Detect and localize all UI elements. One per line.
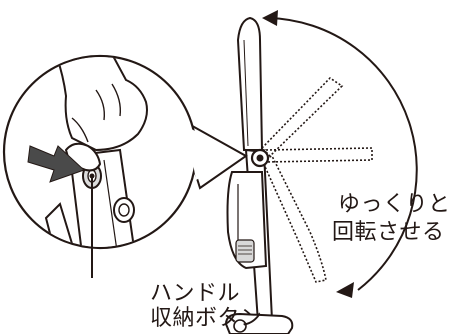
handle-swing-ghosts: [260, 76, 373, 283]
press-arrow: [27, 145, 85, 183]
handle-button-label-line2: 収納ボタン: [150, 306, 263, 331]
vacuum-body: [224, 148, 294, 334]
handle-ghost-upper: [260, 76, 344, 158]
rotate-label-line1: ゆっくりと: [338, 192, 451, 217]
arrowhead-top: [262, 10, 278, 26]
rotation-arrow: [262, 10, 418, 298]
handle-button-label-line1: ハンドル: [150, 281, 241, 306]
handle-upright: [236, 16, 264, 151]
handle-ghost-horizontal: [265, 147, 373, 163]
pivot-joint: [250, 148, 270, 168]
arrowhead-bottom: [336, 282, 354, 298]
magnified-inset: [2, 54, 248, 278]
handle-ghost-lower: [260, 154, 327, 283]
dust-cup-window: [235, 239, 255, 263]
rotate-label-line2: 回転させる: [332, 220, 445, 245]
